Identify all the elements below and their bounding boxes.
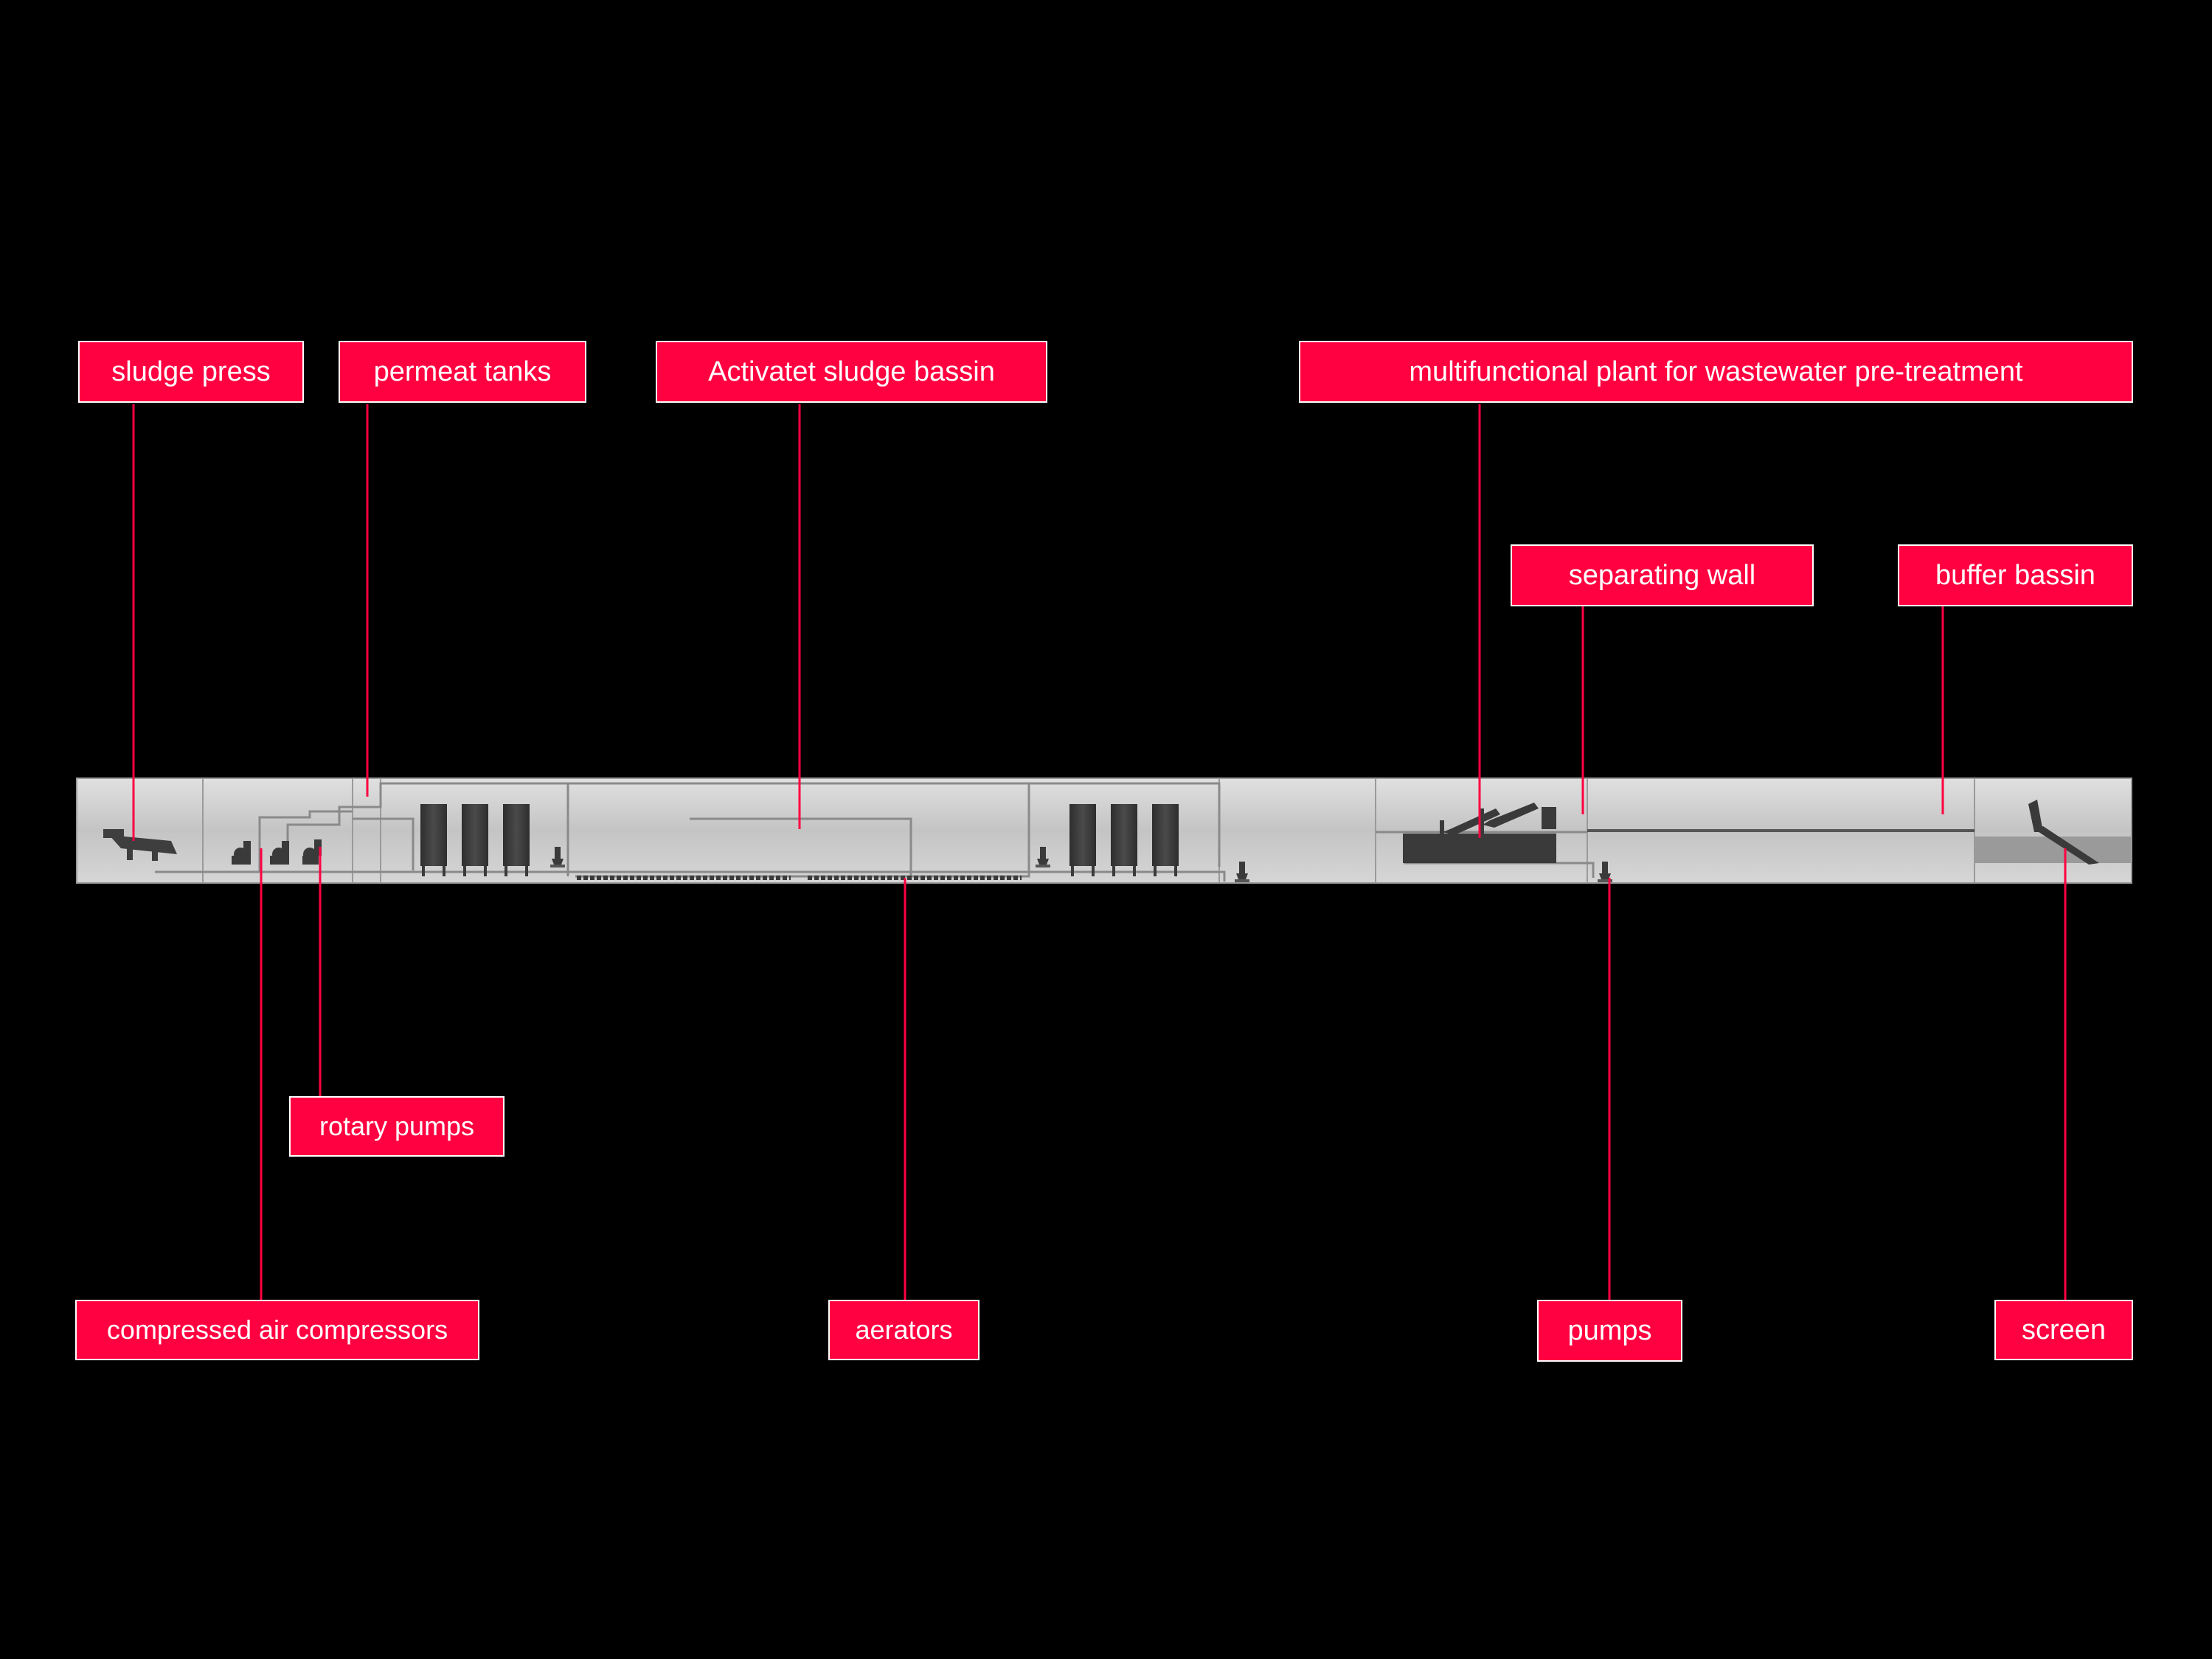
label-compressed-air-compressors: compressed air compressors	[75, 1300, 479, 1360]
label-buffer-bassin: buffer bassin	[1898, 544, 2133, 606]
permeat-tank-group-right	[1069, 804, 1179, 876]
label-activated-sludge-bassin: Activatet sludge bassin	[656, 341, 1047, 403]
leader-lines	[132, 404, 2067, 1300]
permeat-tank-group-left	[420, 804, 530, 876]
label-rotary-pumps: rotary pumps	[289, 1096, 505, 1157]
tank-icon	[462, 804, 488, 876]
label-permeat-tanks: permeat tanks	[339, 341, 586, 403]
label-sludge-press: sludge press	[78, 341, 304, 403]
compressor-icon	[232, 839, 322, 865]
tank-icon	[1152, 804, 1179, 876]
tank-icon	[503, 804, 530, 876]
tank-icon	[1111, 804, 1137, 876]
label-multifunctional-plant: multifunctional plant for wastewater pre…	[1299, 341, 2133, 403]
label-separating-wall: separating wall	[1511, 544, 1814, 606]
tank-icon	[420, 804, 447, 876]
label-aerators: aerators	[828, 1300, 980, 1360]
plant-section-band	[76, 777, 2132, 884]
label-pumps: pumps	[1537, 1300, 1682, 1362]
tank-icon	[1069, 804, 1096, 876]
pretreatment-plant-icon	[1403, 803, 1556, 863]
label-screen: screen	[1994, 1300, 2133, 1360]
sludge-press-icon	[103, 829, 177, 861]
screen-icon	[2028, 800, 2099, 865]
